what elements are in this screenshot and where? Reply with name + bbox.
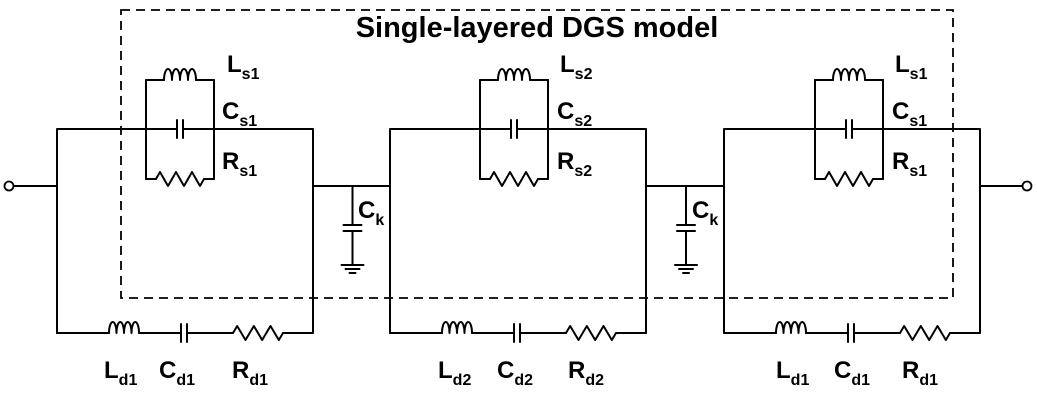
ls-inductor-cell-3-coil (832, 68, 866, 81)
cell-3-left-wire (723, 128, 816, 334)
rd-resistor-cell-1 (232, 325, 284, 341)
rs-label-cell-2: Rs2 (557, 148, 592, 180)
ls-inductor-cell-1 (163, 68, 197, 81)
rs-resistor-cell-2-zigzag (489, 171, 539, 187)
ground-1-bars (340, 264, 365, 274)
circuit-wires (13, 79, 1023, 334)
cs-label-cell-1: Cs1 (222, 98, 257, 130)
rs-label-cell-1: Rs1 (222, 148, 257, 180)
ck-label-2: Ck (692, 197, 718, 229)
cd-capacitor-cell-2 (513, 323, 521, 343)
cell-2-left-wire (389, 128, 481, 334)
ground-1 (340, 264, 365, 274)
ls-label-cell-3: Ls1 (895, 51, 928, 83)
circuit-components (108, 68, 951, 343)
cs-label-cell-3: Cs1 (892, 98, 927, 130)
ld-inductor-cell-3-coil (775, 321, 807, 334)
ck-capacitor-1-plates (342, 224, 363, 232)
cd-label-cell-1: Cd1 (159, 357, 195, 389)
ld-inductor-cell-2-coil (441, 321, 473, 334)
ld-label-cell-2: Ld2 (438, 357, 471, 389)
rd-resistor-cell-1-zigzag (232, 325, 284, 341)
cell-3-right-wire (882, 128, 981, 334)
cs-label-cell-2: Cs2 (557, 98, 592, 130)
cs-capacitor-cell-1 (176, 119, 184, 139)
ld-inductor-cell-1-coil (108, 321, 140, 334)
rd-resistor-cell-3 (899, 325, 951, 341)
ck-label-1: Ck (358, 197, 384, 229)
cd-label-cell-3: Cd1 (834, 357, 870, 389)
rd-resistor-cell-3-zigzag (899, 325, 951, 341)
input-terminal (3, 180, 15, 192)
ck-capacitor-1 (342, 224, 363, 232)
cd-capacitor-cell-1-plates (180, 323, 188, 343)
output-terminal (1021, 180, 1033, 192)
ls-inductor-cell-2-coil (497, 68, 531, 81)
rs-resistor-cell-3-zigzag (824, 171, 874, 187)
cs-capacitor-cell-3-plates (845, 119, 853, 139)
cd-capacitor-cell-3-plates (847, 323, 855, 343)
rs-resistor-cell-2 (489, 171, 539, 187)
cd-capacitor-cell-3 (847, 323, 855, 343)
cell-1-right-wire (213, 128, 314, 334)
ld-label-cell-3: Ld1 (776, 357, 809, 389)
ld-inductor-cell-2 (441, 321, 473, 334)
cell-2-right-wire (547, 128, 647, 334)
rs-resistor-cell-1 (155, 171, 205, 187)
rd-label-cell-3: Rd1 (902, 357, 938, 389)
diagram-title: Single-layered DGS model (356, 12, 719, 44)
cs-capacitor-cell-2 (510, 119, 518, 139)
dgs-model-boundary (120, 9, 954, 299)
cs-capacitor-cell-1-plates (176, 119, 184, 139)
cd-capacitor-cell-2-plates (513, 323, 521, 343)
ground-2-bars (674, 264, 698, 274)
rd-label-cell-1: Rd1 (232, 357, 268, 389)
cs-capacitor-cell-2-plates (510, 119, 518, 139)
ld-inductor-cell-3 (775, 321, 807, 334)
cd-capacitor-cell-1 (180, 323, 188, 343)
rs-label-cell-3: Rs1 (892, 148, 927, 180)
ld-label-cell-1: Ld1 (104, 357, 137, 389)
ls-inductor-cell-3 (832, 68, 866, 81)
cd-label-cell-2: Cd2 (497, 357, 533, 389)
rs-resistor-cell-1-zigzag (155, 171, 205, 187)
ground-2 (674, 264, 698, 274)
ls-label-cell-2: Ls2 (560, 51, 593, 83)
cell-1-left-wire (56, 128, 147, 334)
rd-resistor-cell-2-zigzag (565, 325, 617, 341)
ls-label-cell-1: Ls1 (227, 51, 260, 83)
ls-inductor-cell-2 (497, 68, 531, 81)
rd-label-cell-2: Rd2 (568, 357, 604, 389)
rd-resistor-cell-2 (565, 325, 617, 341)
ls-inductor-cell-1-coil (163, 68, 197, 81)
cs-capacitor-cell-3 (845, 119, 853, 139)
ck-capacitor-2-plates (676, 224, 696, 232)
ck-capacitor-2 (676, 224, 696, 232)
ld-inductor-cell-1 (108, 321, 140, 334)
rs-resistor-cell-3 (824, 171, 874, 187)
